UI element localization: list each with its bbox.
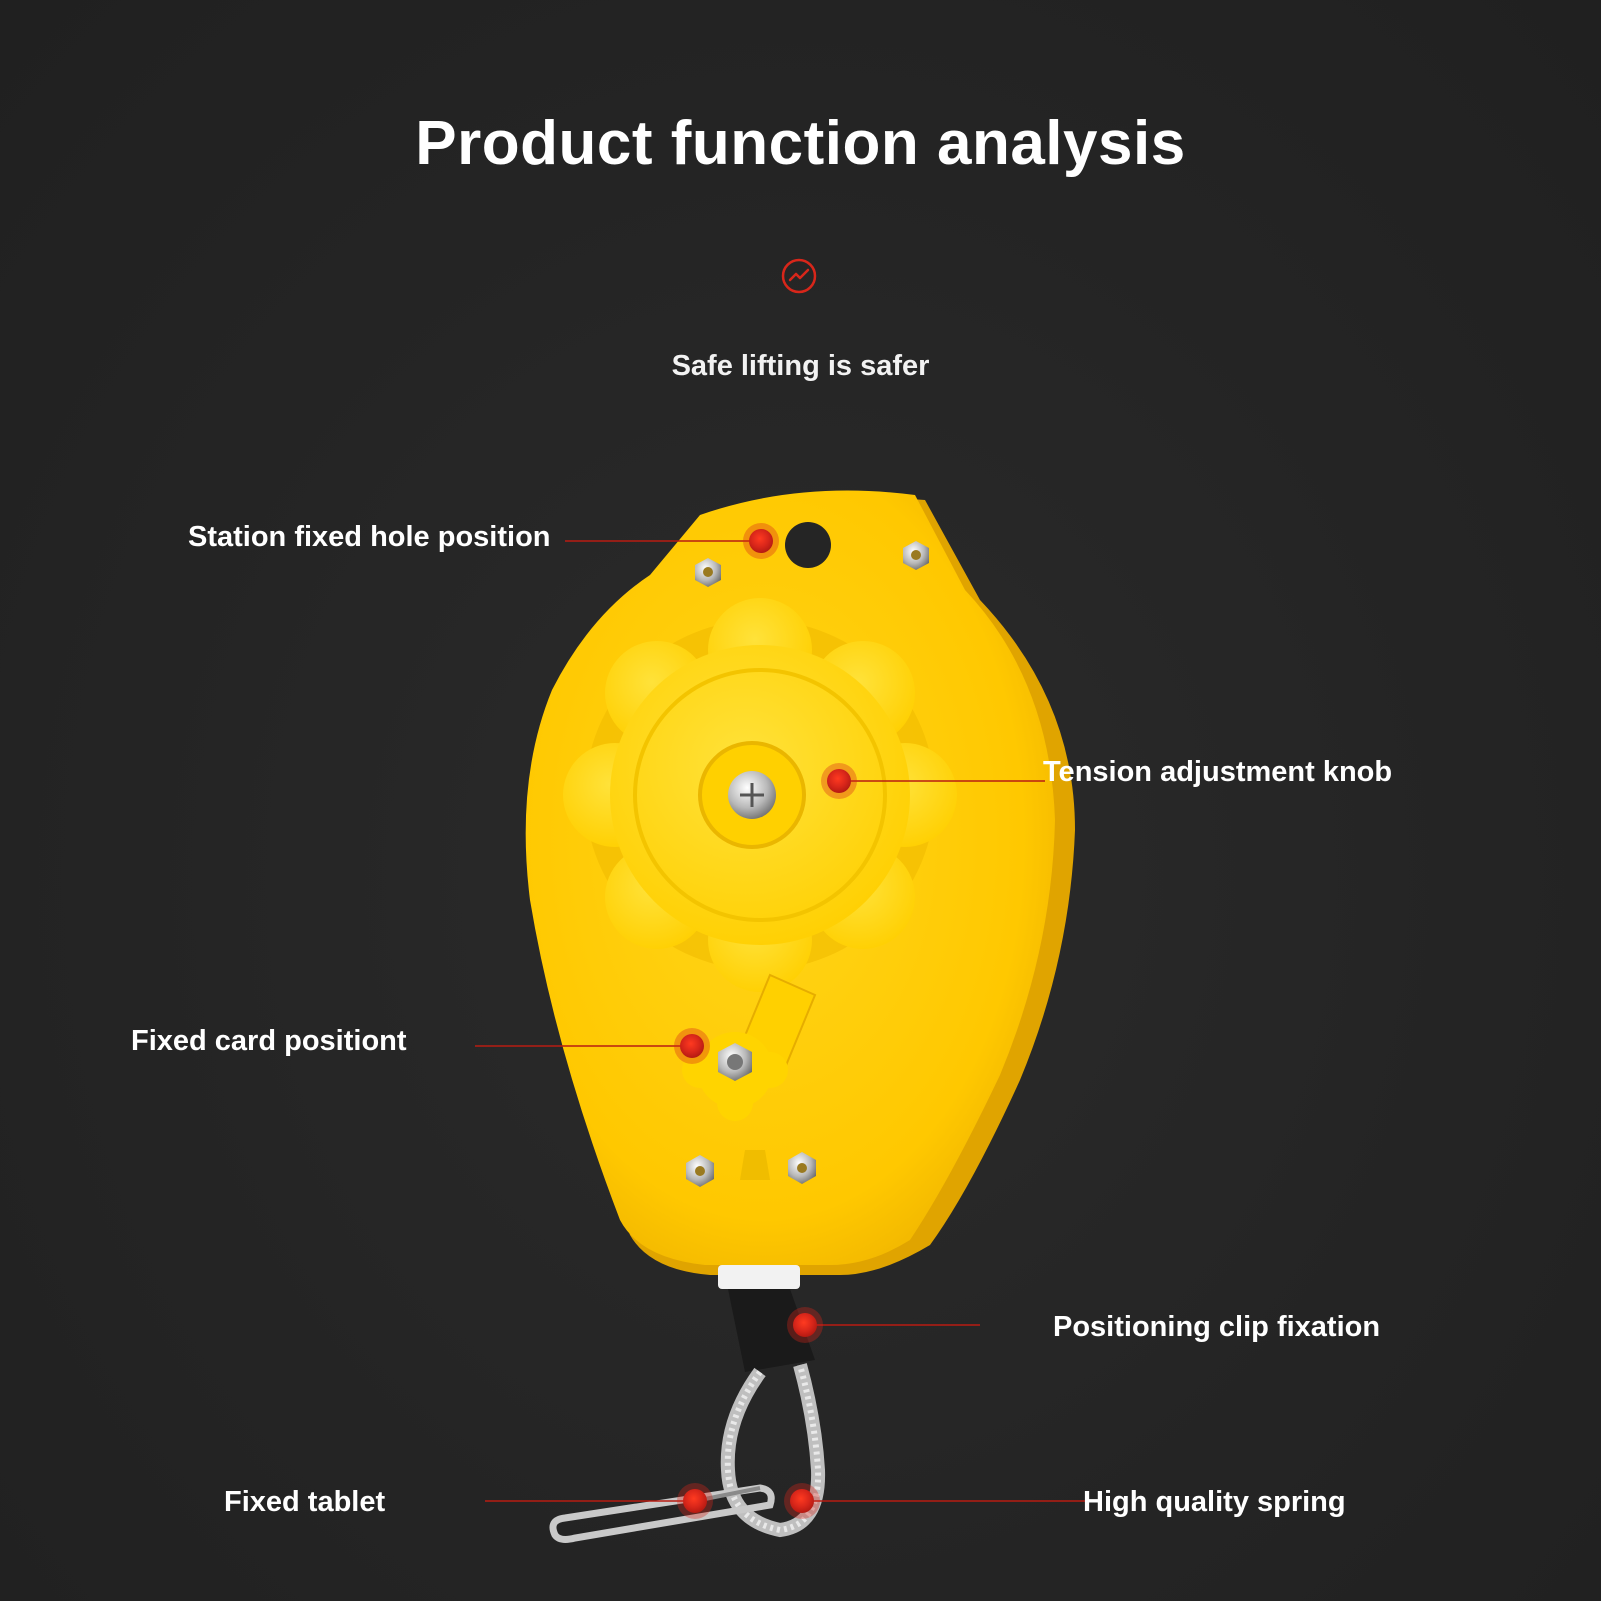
page-title: Product function analysis: [415, 109, 1186, 178]
hook-clip: [549, 1484, 775, 1543]
callout-dots: [674, 523, 857, 1519]
callout-label-station-hole: Station fixed hole position: [188, 521, 551, 553]
trend-circle-icon: [781, 258, 817, 294]
callout-label-card-position: Fixed card positiont: [131, 1025, 407, 1057]
spring-loop: [720, 1363, 826, 1538]
rubber-stopper: [728, 1289, 815, 1372]
nut-top-left: [695, 558, 721, 587]
nut-top-right: [903, 541, 929, 570]
nut-bottom-right: [788, 1152, 816, 1184]
callout-label-fixed-tablet: Fixed tablet: [224, 1486, 386, 1518]
mount-hole: [785, 522, 831, 568]
callout-label-clip-fixation: Positioning clip fixation: [1053, 1311, 1381, 1343]
page-subtitle: Safe lifting is safer: [671, 350, 930, 382]
cable-bushing: [718, 1265, 800, 1289]
callout-label-spring: High quality spring: [1083, 1486, 1346, 1518]
callout-label-tension-knob: Tension adjustment knob: [1043, 756, 1393, 788]
nut-bottom-left: [686, 1155, 714, 1187]
tension-knob: [563, 598, 957, 992]
lock-lever: [682, 973, 817, 1121]
